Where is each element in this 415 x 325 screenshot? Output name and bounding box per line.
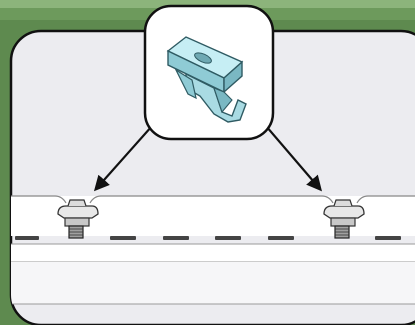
pointer-arrows: [93, 125, 323, 192]
fastener-left-icon: [57, 199, 99, 239]
arrow-right: [265, 125, 323, 192]
lower-planks: [11, 243, 415, 305]
clip-nut-icon: [166, 36, 247, 123]
fastener-right-icon: [323, 199, 365, 239]
callout-box: [143, 4, 275, 141]
arrow-left: [93, 125, 153, 192]
diagram-panel: [9, 29, 415, 325]
